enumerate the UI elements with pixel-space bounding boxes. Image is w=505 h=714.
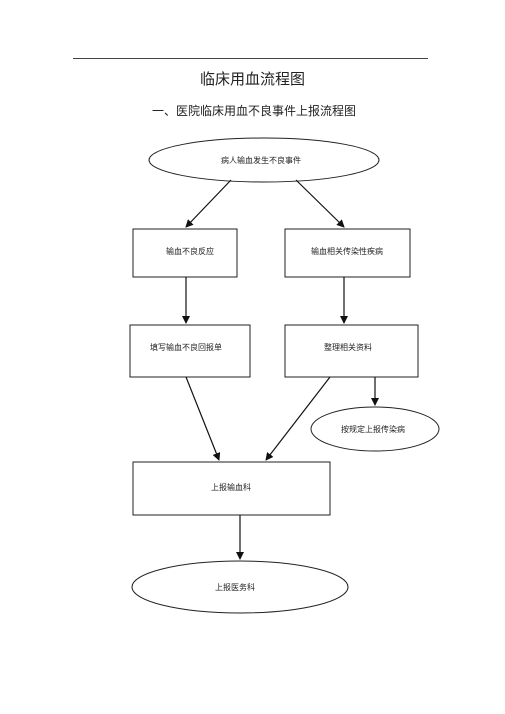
report-medical-node-shape <box>131 560 349 614</box>
arrow-start-to-reaction <box>185 179 232 228</box>
section-heading: 一、医院临床用血不良事件上报流程图 <box>152 104 357 118</box>
report-transfusion-node-shape <box>132 461 331 516</box>
organize-node-label: 整理相关资料 <box>324 343 372 352</box>
organize-node-shape <box>284 324 419 378</box>
reaction-node-label: 输血不良反应 <box>166 247 214 256</box>
fill-form-node-shape <box>129 324 251 378</box>
report-medical-node-label: 上报医务科 <box>215 583 255 592</box>
arrow-organize-to-report-transfusion <box>265 376 331 461</box>
page-title: 临床用血流程图 <box>199 70 305 88</box>
arrow-start-to-disease <box>295 179 345 228</box>
disease-node-shape <box>284 228 411 278</box>
report-infectious-node-shape <box>310 406 440 452</box>
arrow-fill-form-to-report-transfusion <box>185 376 221 461</box>
reaction-node-shape <box>132 228 238 278</box>
start-node-shape <box>148 137 380 183</box>
header-rule <box>73 58 428 59</box>
report-transfusion-node-label: 上报输血科 <box>211 483 251 492</box>
report-infectious-node-label: 按规定上报传染病 <box>341 425 405 434</box>
start-node-label: 病人输血发生不良事件 <box>221 156 301 165</box>
disease-node-label: 输血相关传染性疾病 <box>311 247 383 256</box>
fill-form-node-label: 填写输血不良回报单 <box>150 343 222 352</box>
